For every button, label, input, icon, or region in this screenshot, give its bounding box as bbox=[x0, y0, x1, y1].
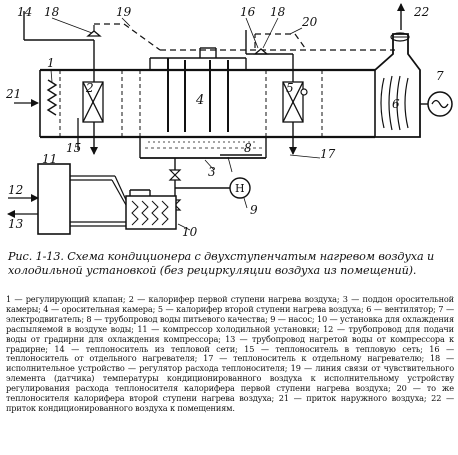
label-18-right: 18 bbox=[270, 5, 286, 19]
figure-legend: 1 — регулирующий клапан; 2 — калорифер п… bbox=[6, 294, 454, 414]
label-7: 7 bbox=[436, 69, 444, 83]
temperature-sensor-icon bbox=[300, 88, 308, 96]
legend-text: 1 — регулирующий клапан; 2 — калорифер п… bbox=[6, 294, 454, 413]
compressor bbox=[37, 163, 127, 235]
label-22: 22 bbox=[413, 5, 429, 19]
label-3: 3 bbox=[208, 165, 216, 179]
label-13: 13 bbox=[8, 217, 24, 231]
first-stage-heater bbox=[82, 81, 104, 123]
label-12: 12 bbox=[8, 183, 23, 197]
label-18-left: 18 bbox=[44, 5, 60, 19]
compressor-water-lines bbox=[7, 194, 39, 218]
label-20: 20 bbox=[301, 15, 318, 29]
label-8: 8 bbox=[244, 141, 252, 155]
label-15: 15 bbox=[66, 141, 81, 155]
pump-symbol: H bbox=[235, 182, 245, 195]
control-line-19 bbox=[93, 23, 395, 51]
fan-unit bbox=[374, 3, 421, 138]
label-2: 2 bbox=[85, 81, 94, 95]
air-conditioner-schematic: H 14 18 bbox=[5, 3, 453, 239]
label-19: 19 bbox=[116, 5, 132, 19]
water-cooling-unit bbox=[125, 195, 177, 230]
spray-chamber bbox=[139, 47, 267, 159]
control-line-20 bbox=[254, 33, 306, 49]
figure-caption: Рис. 1-13. Схема кондиционера с двухступ… bbox=[8, 250, 435, 277]
label-10: 10 bbox=[182, 225, 198, 239]
heater2-pipes bbox=[245, 30, 297, 155]
label-9: 9 bbox=[250, 203, 258, 217]
label-1: 1 bbox=[47, 56, 55, 70]
air-duct-housing bbox=[39, 68, 376, 139]
label-6: 6 bbox=[392, 97, 400, 111]
label-5: 5 bbox=[286, 81, 294, 95]
pump-icon bbox=[229, 177, 251, 199]
label-16: 16 bbox=[240, 5, 256, 19]
electric-motor bbox=[420, 91, 453, 117]
label-11: 11 bbox=[42, 152, 57, 166]
label-21: 21 bbox=[5, 87, 21, 101]
leader-lines bbox=[23, 11, 321, 231]
label-14: 14 bbox=[17, 5, 32, 19]
label-17: 17 bbox=[320, 147, 336, 161]
label-4: 4 bbox=[195, 93, 204, 108]
intake-louver bbox=[46, 79, 58, 116]
